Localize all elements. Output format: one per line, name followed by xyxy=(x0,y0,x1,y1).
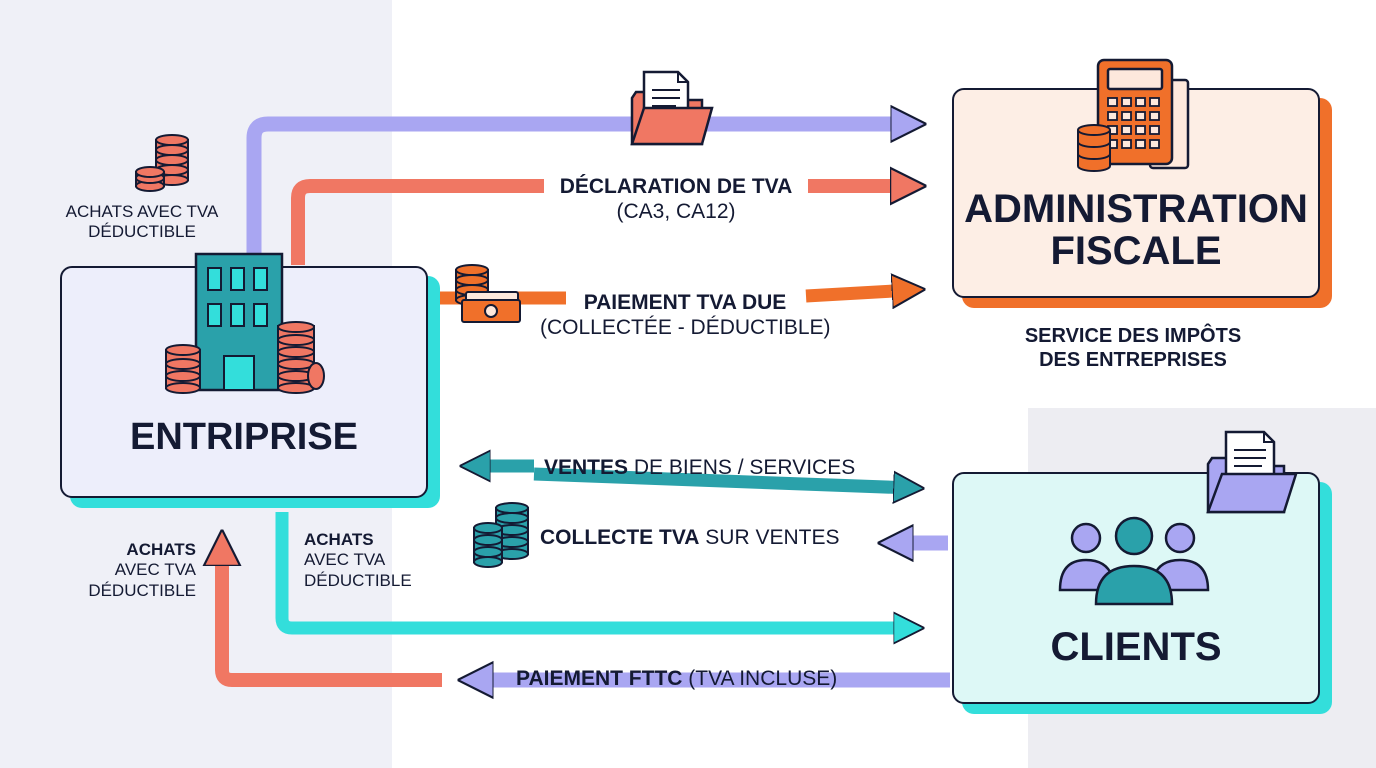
banknote-icon xyxy=(455,264,521,323)
administration-subtitle-line1: SERVICE DES IMPÔTS xyxy=(1024,325,1242,347)
administration-subtitle: SERVICE DES IMPÔTS DES ENTREPRISES xyxy=(1000,324,1266,372)
office-building-icon xyxy=(165,252,325,394)
calculator-icon xyxy=(1077,58,1190,172)
label-achats-left-line3: DÉDUCTIBLE xyxy=(88,580,196,600)
arrow-ventes-right xyxy=(533,467,912,488)
entreprise-title: ENTRIPRISE xyxy=(129,416,359,458)
arrow-declaration xyxy=(291,179,544,265)
coin-stack-icon xyxy=(473,502,529,568)
label-paiement-fttc-bold: PAIEMENT FTTC xyxy=(516,667,683,690)
label-ventes-bold: VENTES xyxy=(544,456,629,479)
label-paiement-tva-title: PAIEMENT TVA DUE xyxy=(583,291,787,314)
label-ventes: VENTES DE BIENS / SERVICES xyxy=(544,455,855,480)
label-declaration: DÉCLARATION DE TVA (CA3, CA12) xyxy=(540,174,812,224)
label-achats-left-line1: ACHATS xyxy=(126,540,196,559)
label-achats-mid-line2: AVEC TVA xyxy=(304,550,386,570)
label-achats-left: ACHATS AVEC TVA DÉDUCTIBLE xyxy=(60,540,196,601)
arrow-achats-up xyxy=(222,544,442,687)
label-collecte-bold: COLLECTE TVA xyxy=(540,526,700,549)
administration-title-line2: FISCALE xyxy=(1050,229,1222,273)
users-group-icon xyxy=(1058,516,1210,606)
coin-stack-icon xyxy=(135,134,189,192)
administration-subtitle-line2: DES ENTREPRISES xyxy=(1039,349,1227,371)
label-achats-mid: ACHATS AVEC TVA DÉDUCTIBLE xyxy=(304,530,444,591)
label-achats-left-line2: AVEC TVA xyxy=(114,560,196,580)
label-achats-mid-line1: ACHATS xyxy=(304,530,374,549)
administration-title: ADMINISTRATION FISCALE xyxy=(952,188,1320,272)
folder-document-icon xyxy=(630,70,714,146)
label-achats-top: ACHATS AVEC TVA DÉDUCTIBLE xyxy=(50,202,234,243)
arrow-paiement-tva-end xyxy=(805,290,912,296)
label-paiement-tva: PAIEMENT TVA DUE (COLLECTÉE - DÉDUCTIBLE… xyxy=(540,290,831,340)
arrow-achats-to-clients xyxy=(275,512,912,628)
label-paiement-tva-sub: (COLLECTÉE - DÉDUCTIBLE) xyxy=(540,316,831,340)
label-collecte: COLLECTE TVA SUR VENTES xyxy=(540,525,839,550)
label-declaration-title: DÉCLARATION DE TVA xyxy=(559,175,793,198)
label-achats-top-line1: ACHATS AVEC TVA xyxy=(65,202,219,221)
label-paiement-fttc: PAIEMENT FTTC (TVA INCLUSE) xyxy=(516,666,837,691)
label-ventes-rest: DE BIENS / SERVICES xyxy=(628,456,856,479)
clients-title: CLIENTS xyxy=(1050,625,1222,669)
label-collecte-rest: SUR VENTES xyxy=(699,526,840,549)
administration-title-line1: ADMINISTRATION xyxy=(964,187,1308,231)
label-paiement-fttc-rest: (TVA INCLUSE) xyxy=(682,667,838,690)
label-declaration-sub: (CA3, CA12) xyxy=(616,200,736,224)
label-achats-top-line2: DÉDUCTIBLE xyxy=(88,222,196,242)
folder-document-icon xyxy=(1206,430,1298,514)
arrow-achats-to-admin xyxy=(246,124,912,265)
label-achats-mid-line3: DÉDUCTIBLE xyxy=(304,570,412,590)
